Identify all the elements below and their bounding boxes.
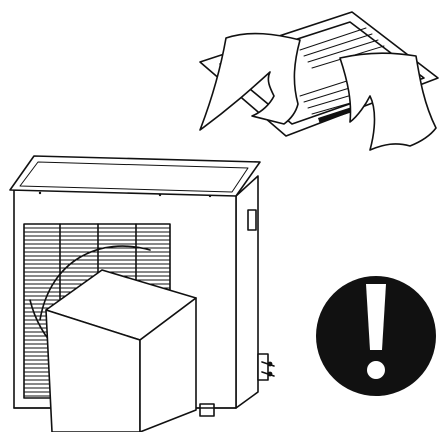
cardboard-box-cover (46, 270, 196, 432)
screw-dot (39, 192, 41, 194)
warning-exclamation-icon (316, 276, 436, 396)
outdoor-heat-pump-unit (10, 156, 274, 432)
screw-dot (159, 194, 161, 196)
unit-foot (200, 404, 214, 416)
protective-sheet-left (200, 34, 300, 130)
screw-dot (209, 195, 211, 197)
ceiling-cassette-unit (200, 12, 438, 150)
exclamation-dot (367, 361, 385, 379)
pipe-connections (258, 354, 274, 380)
side-handle (248, 210, 256, 230)
